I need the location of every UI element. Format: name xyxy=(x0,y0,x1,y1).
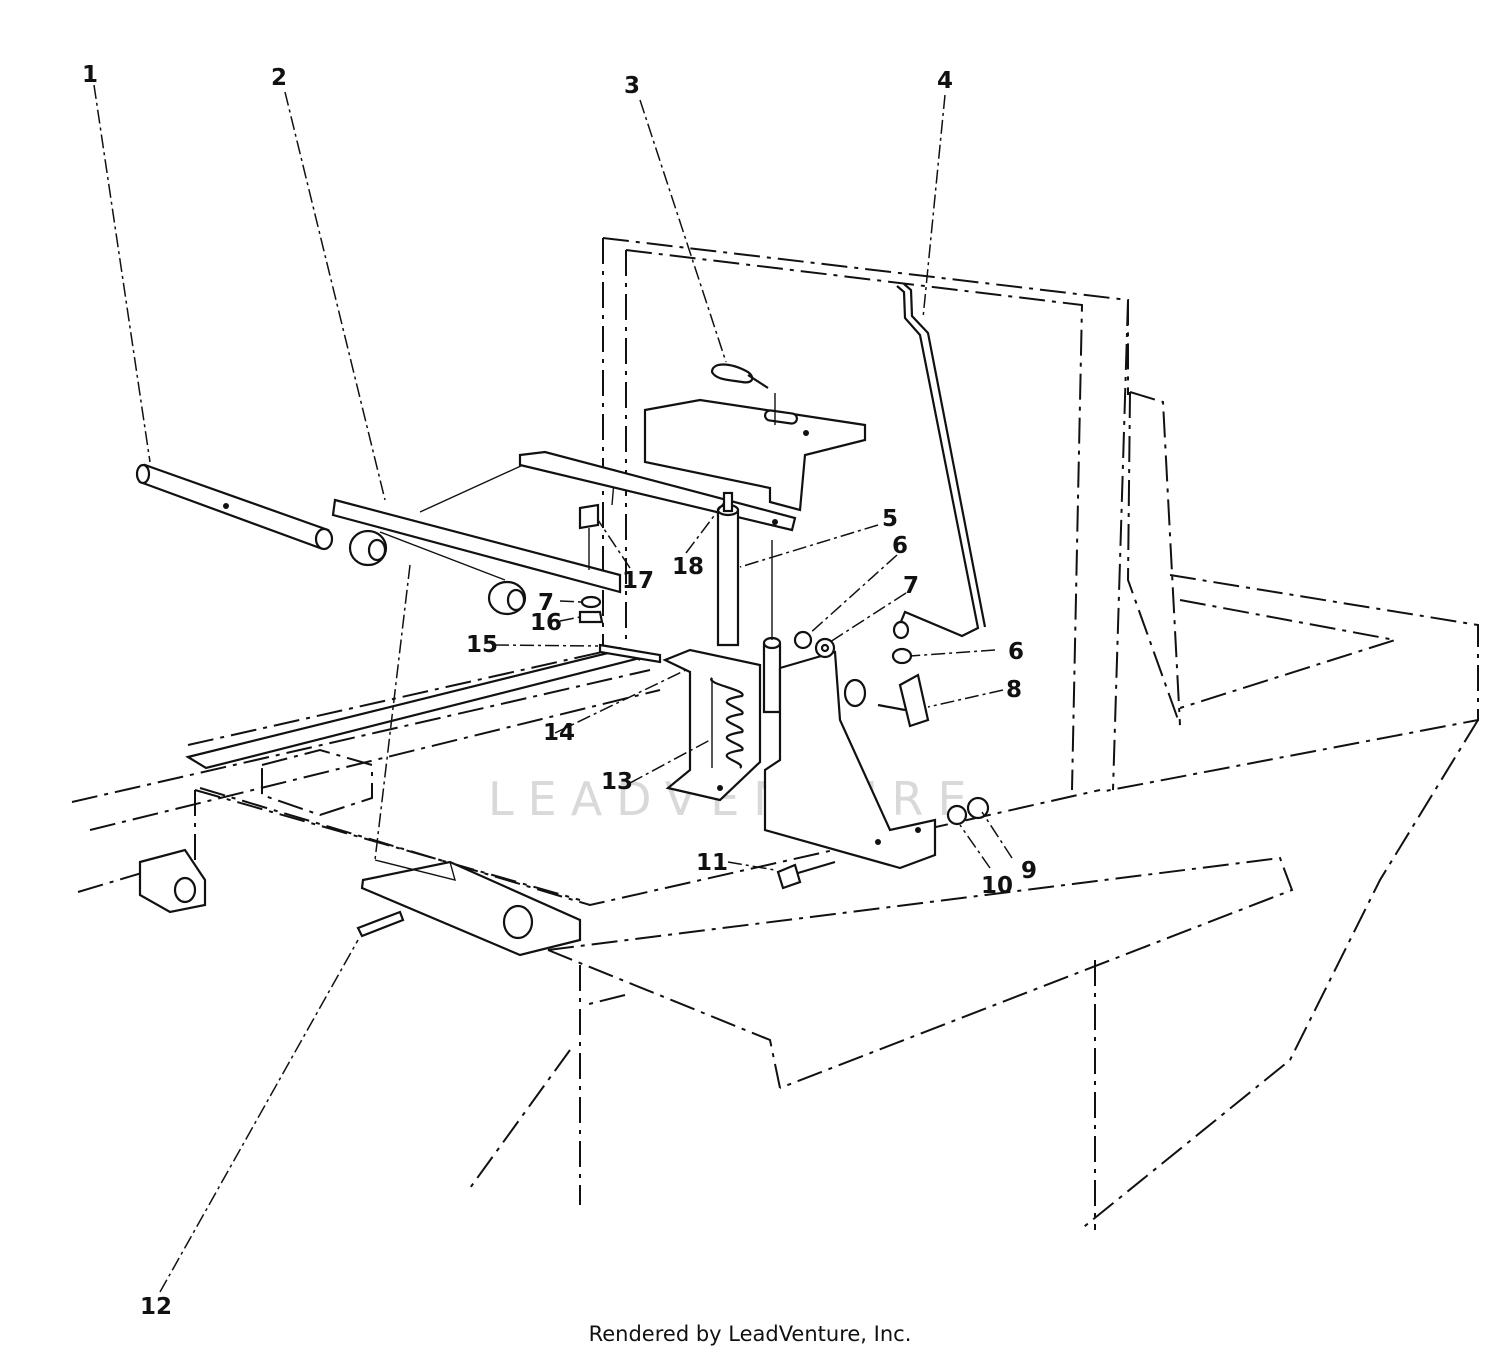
label-part-6a: 6 xyxy=(892,533,908,559)
label-part-14: 14 xyxy=(543,720,575,746)
label-part-2: 2 xyxy=(271,65,287,91)
label-part-5: 5 xyxy=(882,506,898,532)
label-part-13: 13 xyxy=(601,769,633,795)
label-part-12: 12 xyxy=(140,1294,172,1320)
pivot-rod xyxy=(135,463,334,551)
label-part-18: 18 xyxy=(672,554,704,580)
label-part-3: 3 xyxy=(624,73,640,99)
label-part-6b: 6 xyxy=(1008,639,1024,665)
label-part-15: 15 xyxy=(466,632,498,658)
label-part-8: 8 xyxy=(1006,677,1022,703)
part-labels: 1 2 3 4 5 6 7 6 8 9 10 11 12 13 14 15 7 … xyxy=(82,62,1037,1320)
label-part-4: 4 xyxy=(937,68,953,94)
label-part-17: 17 xyxy=(622,568,654,594)
leader-lines xyxy=(93,84,1013,1293)
upper-bracket xyxy=(518,398,867,532)
control-rod xyxy=(892,283,987,640)
label-part-9: 9 xyxy=(1021,858,1037,884)
label-part-7b: 7 xyxy=(903,573,919,599)
hanger-bracket xyxy=(763,650,937,870)
chassis-frame xyxy=(71,237,1479,1231)
credit-text: Rendered by LeadVenture, Inc. xyxy=(588,1322,912,1346)
label-part-7a: 7 xyxy=(538,590,554,616)
label-part-1: 1 xyxy=(82,62,98,88)
hardware xyxy=(138,503,990,957)
spring-bracket xyxy=(662,648,762,802)
label-part-11: 11 xyxy=(696,850,728,876)
hair-pin-clip xyxy=(710,363,776,425)
label-part-10: 10 xyxy=(981,873,1013,899)
label-part-16: 16 xyxy=(530,610,562,636)
